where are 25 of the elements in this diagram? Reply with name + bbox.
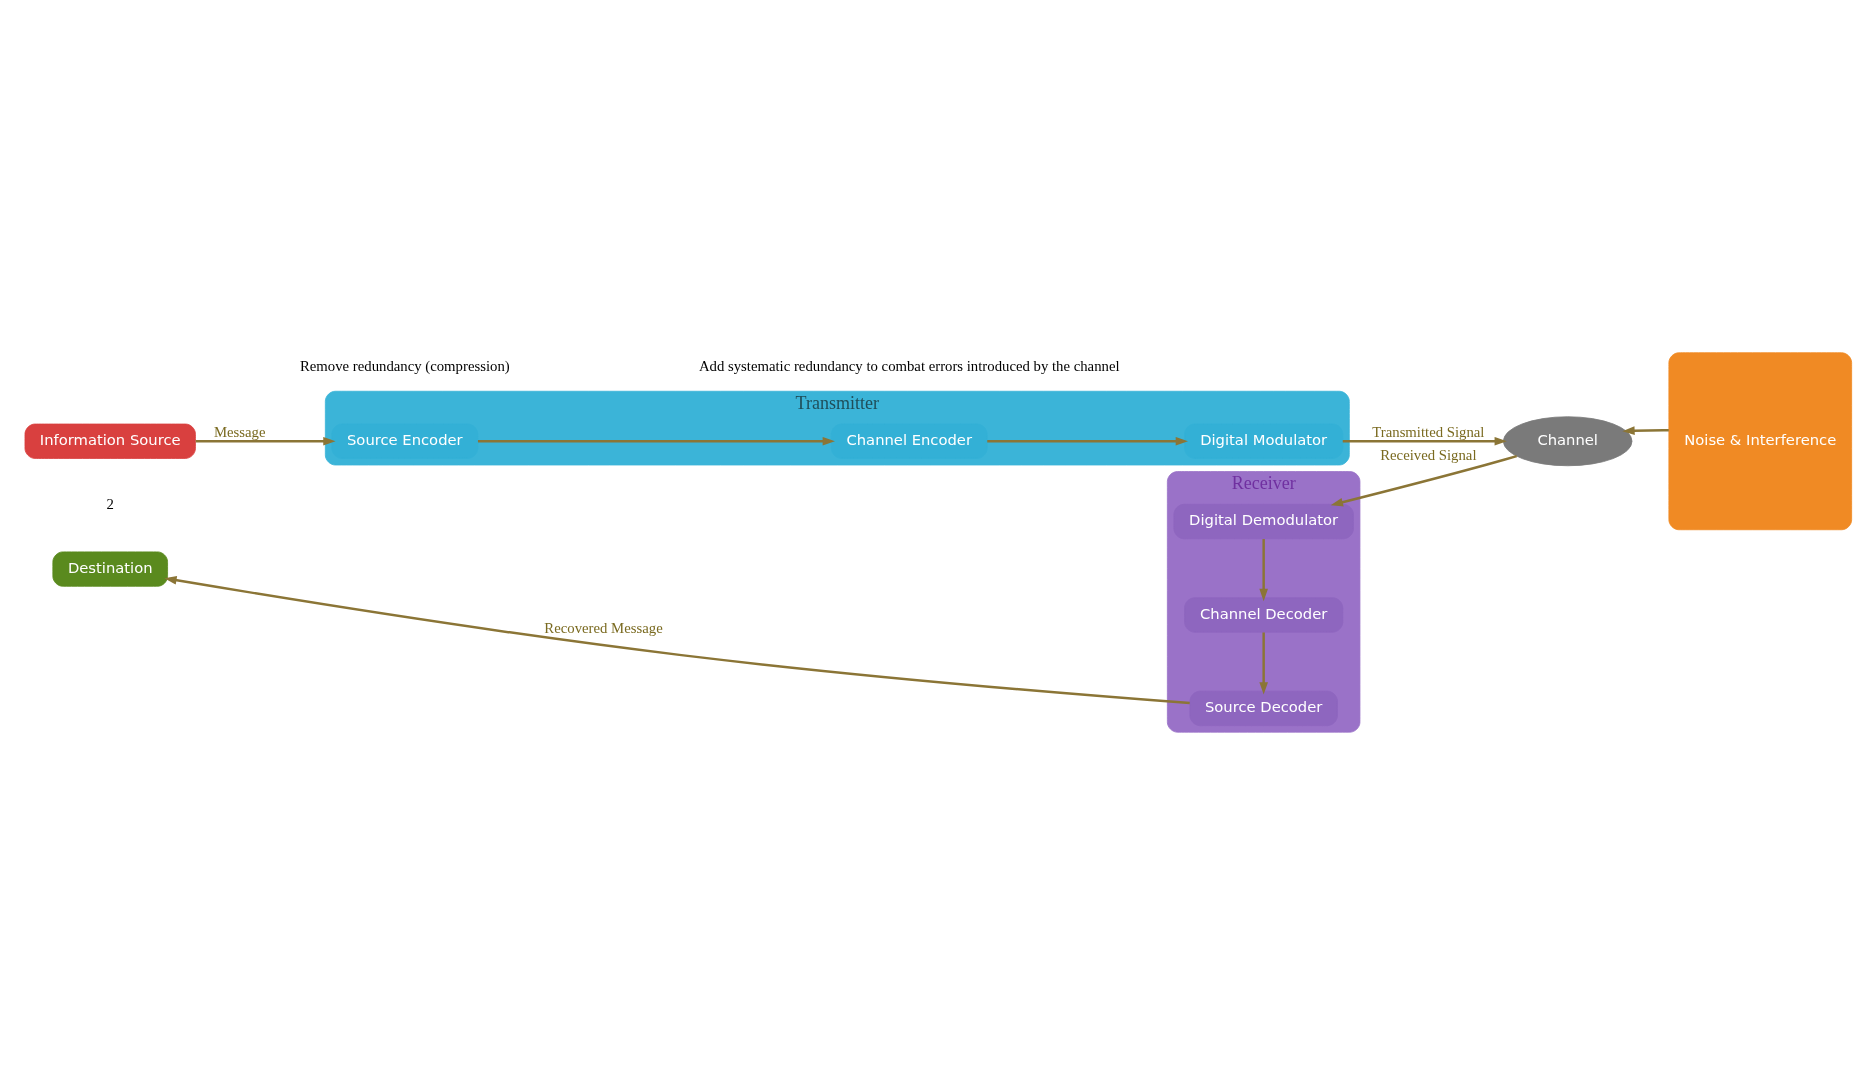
label: 2 [106, 495, 114, 512]
node-box: Channel Decoder [1184, 596, 1344, 633]
node-box: Noise & Interference [1668, 351, 1853, 530]
arrow [477, 436, 835, 446]
node-box: Digital Modulator [1184, 423, 1344, 459]
arrow [195, 436, 336, 446]
label: Remove redundancy (compression) [299, 357, 510, 374]
arrow [987, 436, 1188, 446]
edge-label: Message [213, 423, 266, 440]
edge-label: Recovered Message [544, 619, 663, 636]
arrow [1259, 538, 1268, 601]
edge-label: Received Signal [1380, 446, 1477, 463]
arrow [1259, 631, 1268, 695]
node-box: Channel Encoder [830, 423, 988, 459]
arrow [164, 575, 1190, 704]
node-box: Source Decoder [1189, 690, 1338, 726]
node-box: Destination [52, 550, 168, 587]
label: Add systematic redundancy to combat errors introduced by the channel [698, 357, 1120, 374]
node-box: Source Encoder [331, 423, 479, 459]
arrow [1342, 436, 1507, 446]
arrow [1330, 454, 1518, 506]
arrow [1622, 425, 1669, 435]
node-box: Digital Demodulator [1173, 503, 1354, 539]
edge-label: Transmitted Signal [1372, 423, 1485, 440]
node-box: Information Source [24, 423, 196, 459]
